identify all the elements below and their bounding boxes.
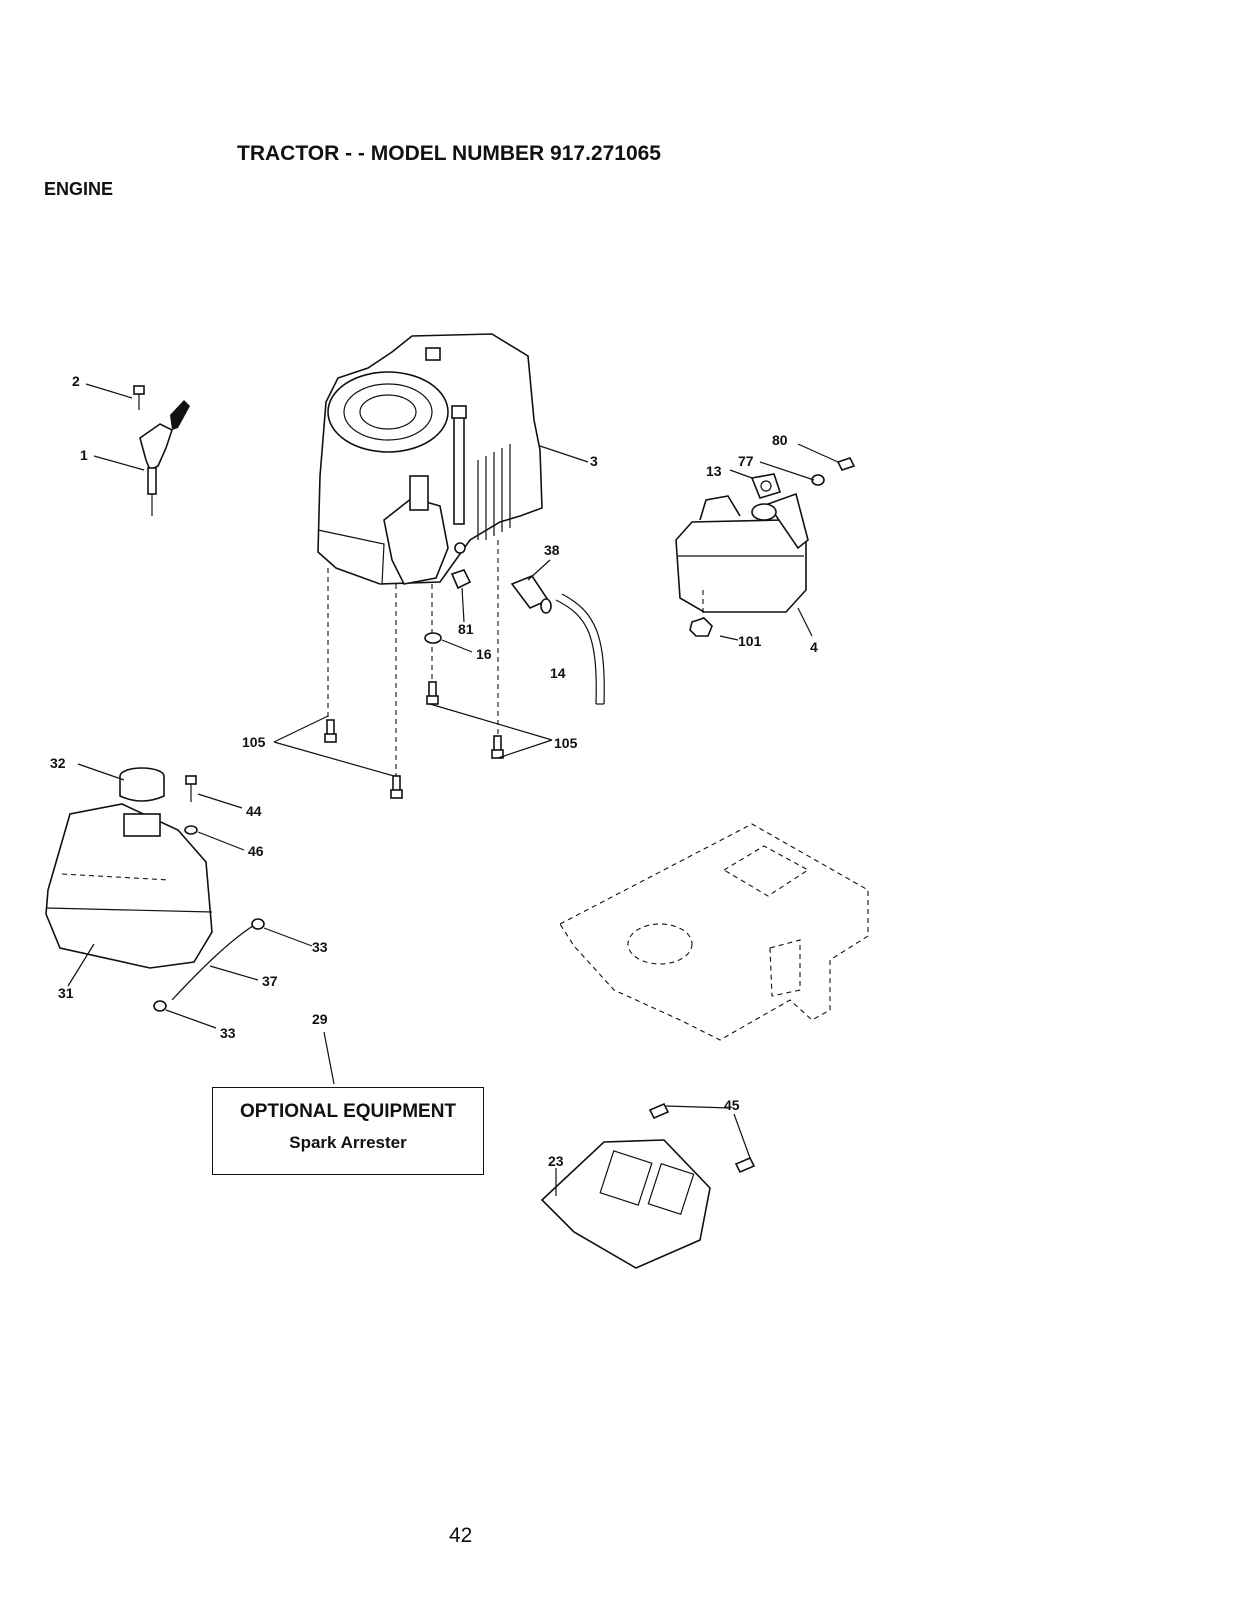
callout-33-lower: 33 bbox=[220, 1025, 236, 1041]
gasket-part-13 bbox=[750, 473, 782, 499]
callout-37: 37 bbox=[262, 973, 278, 989]
washer-part-77 bbox=[811, 474, 825, 486]
callout-33-upper: 33 bbox=[312, 939, 328, 955]
page-title: TRACTOR - - MODEL NUMBER 917.271065 bbox=[237, 142, 661, 165]
bolt-center bbox=[426, 681, 439, 705]
bolt-part-105-left bbox=[324, 719, 337, 743]
optional-equipment-box: OPTIONAL EQUIPMENT Spark Arrester bbox=[212, 1087, 484, 1175]
leader-lines bbox=[67, 383, 839, 1196]
fuel-fitting-part-38 bbox=[510, 575, 552, 614]
section-heading: ENGINE bbox=[44, 179, 114, 199]
callout-32: 32 bbox=[50, 755, 66, 771]
washer-part-16 bbox=[424, 632, 442, 644]
fuel-cap-part-32 bbox=[119, 767, 165, 802]
callout-80: 80 bbox=[772, 432, 788, 448]
callout-1: 1 bbox=[80, 447, 88, 463]
optional-equipment-title: OPTIONAL EQUIPMENT bbox=[239, 1101, 457, 1122]
muffler-part-4 bbox=[675, 492, 809, 613]
callout-4: 4 bbox=[810, 639, 818, 655]
fuel-hose-part-14 bbox=[555, 593, 605, 705]
screw-part-45-upper bbox=[648, 1102, 670, 1120]
nut-part-101 bbox=[689, 590, 713, 637]
hose-clamp-part-33-lower bbox=[153, 1000, 167, 1012]
callout-105-right: 105 bbox=[554, 735, 578, 751]
bolt-part-105-right bbox=[491, 735, 504, 759]
callout-46: 46 bbox=[248, 843, 264, 859]
bolt-part-105-lower bbox=[390, 775, 403, 799]
callout-labels: 2 1 3 80 77 13 38 81 16 14 101 4 105 105… bbox=[50, 373, 818, 1169]
hose-clamp-part-33-upper bbox=[251, 918, 265, 930]
throttle-control-assembly bbox=[133, 385, 190, 516]
callout-14: 14 bbox=[550, 665, 566, 681]
callout-16: 16 bbox=[476, 646, 492, 662]
callout-38: 38 bbox=[544, 542, 560, 558]
fuel-line-part-37 bbox=[171, 923, 257, 1001]
tractor-frame-reference bbox=[559, 823, 869, 1041]
screw-part-2 bbox=[133, 385, 145, 410]
callout-45: 45 bbox=[724, 1097, 740, 1113]
callout-23: 23 bbox=[548, 1153, 564, 1169]
callout-13: 13 bbox=[706, 463, 722, 479]
callout-3: 3 bbox=[590, 453, 598, 469]
optional-equipment-item: Spark Arrester bbox=[289, 1133, 407, 1152]
nut-part-81 bbox=[450, 569, 472, 590]
callout-77: 77 bbox=[738, 453, 754, 469]
callout-29: 29 bbox=[312, 1011, 328, 1027]
callout-31: 31 bbox=[58, 985, 74, 1001]
muffler-flange bbox=[751, 503, 777, 521]
callout-105-left: 105 bbox=[242, 734, 266, 750]
page-number: 42 bbox=[449, 1524, 473, 1547]
callout-44: 44 bbox=[246, 803, 262, 819]
screw-part-45-lower bbox=[734, 1156, 756, 1174]
washer-part-46 bbox=[184, 825, 198, 835]
callout-101: 101 bbox=[738, 633, 762, 649]
callout-2: 2 bbox=[72, 373, 80, 389]
throttle-control-part-1 bbox=[139, 400, 190, 516]
fuel-tank-part-31 bbox=[45, 803, 213, 969]
spark-arrester-part-23 bbox=[540, 1139, 711, 1269]
callout-81: 81 bbox=[458, 621, 474, 637]
mounting-guide-lines bbox=[327, 540, 499, 776]
engine-part-3 bbox=[317, 333, 543, 585]
bolt-part-80 bbox=[836, 457, 856, 471]
screw-part-44 bbox=[185, 775, 197, 802]
